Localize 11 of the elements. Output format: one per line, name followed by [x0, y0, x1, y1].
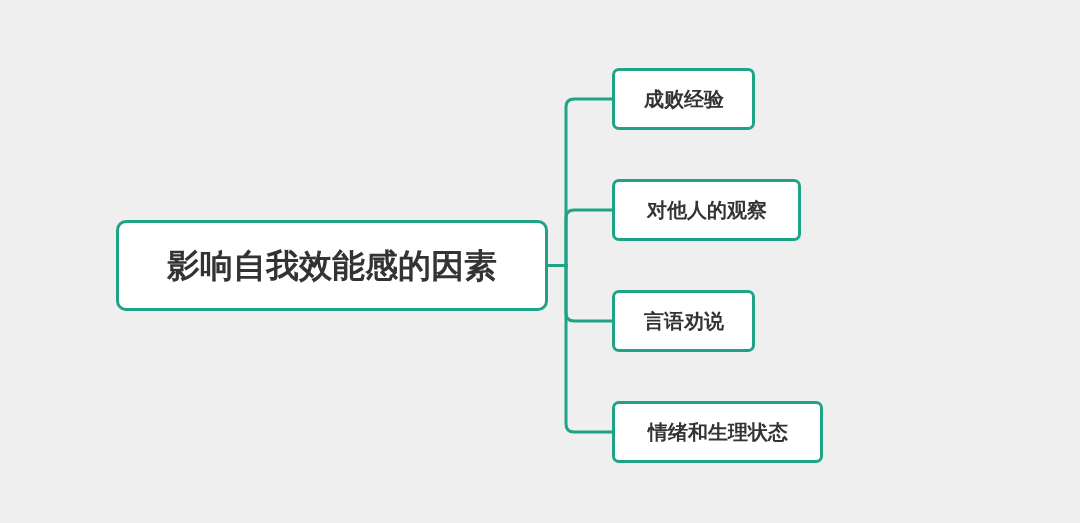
subtopic-box	[612, 68, 755, 130]
subtopic-text: 成败经验	[643, 87, 724, 112]
subtopic-text: 言语劝说	[643, 309, 724, 334]
subtopic-box	[612, 290, 755, 352]
root-topic-box	[116, 220, 548, 311]
subtopic-box	[612, 179, 801, 241]
subtopic-text: 情绪和生理状态	[647, 420, 788, 445]
connector-line	[548, 264, 612, 434]
subtopic-text: 对他人的观察	[646, 198, 767, 223]
root-topic-text: 影响自我效能感的因素	[167, 245, 497, 286]
subtopic-box	[612, 401, 823, 463]
